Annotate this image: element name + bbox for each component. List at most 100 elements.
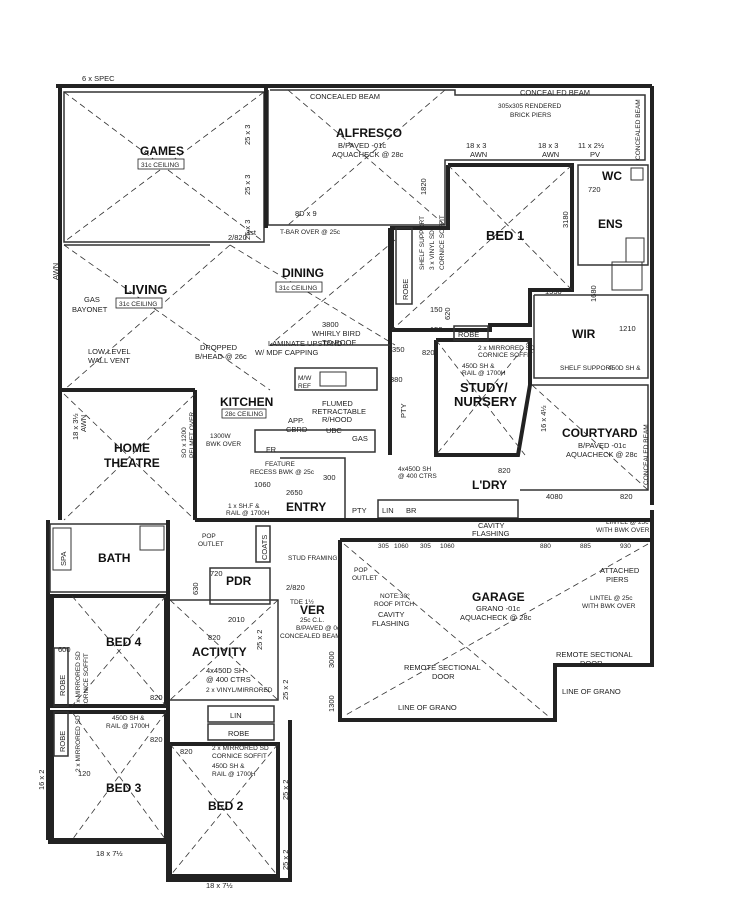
alfresco-label: ALFRESCO xyxy=(336,126,402,140)
bed2-awn-b: 25 x 2 xyxy=(281,850,290,870)
kitchen-sink xyxy=(319,371,347,387)
ldry-820: 820 xyxy=(498,466,511,475)
flumed-2: RETRACTABLE xyxy=(312,407,366,416)
feature-2: RECESS BWK @ 25c xyxy=(250,469,315,476)
bed4-600: 600 xyxy=(58,645,71,654)
ver-beam: CONCEALED BEAM xyxy=(280,633,341,640)
games-awn-2: 25 x 3 xyxy=(243,175,252,195)
games-ceiling-box xyxy=(137,158,185,170)
pop-outlet-2: OUTLET xyxy=(198,541,224,548)
spec-note: 6 x SPEC xyxy=(82,74,115,83)
study-mirrored-1: 2 x MIRRORED SD xyxy=(478,345,535,352)
activity-820: 820 xyxy=(208,633,221,642)
ens-label: ENS xyxy=(598,217,623,231)
bed2-mirr-2: CORNICE SOFFIT xyxy=(212,753,267,760)
ldry-label: L'DRY xyxy=(472,478,507,492)
pop-outlet-3: POP xyxy=(354,567,368,574)
bed3-18x7: 18 x 7½ xyxy=(96,849,123,858)
courtyard-awn: 16 x 4½ xyxy=(539,405,548,432)
study-diag-1 xyxy=(435,339,526,456)
ver-label: VER xyxy=(300,603,325,617)
garage-walls xyxy=(338,538,654,722)
alfresco-1820: 1820 xyxy=(419,178,428,195)
ens-outline xyxy=(577,164,649,266)
bed4-sh-1: 450D SH & xyxy=(112,715,145,722)
bed2-820: 820 xyxy=(180,747,193,756)
pier-880: 880 xyxy=(540,543,551,550)
interior-walls xyxy=(166,86,652,876)
flumed-1: FLUMED xyxy=(322,399,353,408)
wc-label: WC xyxy=(602,169,622,183)
spa-tub xyxy=(52,527,72,571)
bed2-diag-2 xyxy=(169,743,279,877)
study-mirrored-2: CORNICE SOFFIT xyxy=(478,352,533,359)
bed3-820: 820 xyxy=(150,735,163,744)
bath-pdr: SPA BATH PDR 720 2010 630 POP OUTLET POP… xyxy=(49,523,378,640)
dining-diag-2 xyxy=(269,239,396,346)
pier-1060: 1060 xyxy=(440,543,455,550)
bed1-label: BED 1 xyxy=(486,228,524,243)
garage-remote-2: DOOR xyxy=(432,672,455,681)
spa-label: SPA xyxy=(59,552,68,566)
bed1-robe-label: ROBE xyxy=(401,279,410,300)
living-1st: 1st xyxy=(246,228,257,237)
bed3-robe-label: ROBE xyxy=(58,731,67,752)
study-620: 620 xyxy=(443,307,452,320)
activity-awn-1: 25 x 2 xyxy=(255,630,264,650)
pdr-630: 630 xyxy=(191,582,200,595)
courtyard-label: COURTYARD xyxy=(562,426,638,440)
brick-piers-note-1: 305x305 RENDERED xyxy=(498,103,562,110)
bed1-cornice: CORNICE SOFFIT xyxy=(439,215,446,270)
activity-sh: 4x450D SH xyxy=(206,666,244,675)
dropped-1: DROPPED xyxy=(200,343,238,352)
alfresco-beam-note: CONCEALED BEAM xyxy=(310,92,380,101)
bath-shower xyxy=(139,525,165,551)
garage-aqua: AQUACHECK @ 28c xyxy=(460,613,532,622)
bwk-over-1: 1300W xyxy=(210,433,231,440)
garage-grano-2: LINE OF GRANO xyxy=(562,687,621,696)
bed1-robe xyxy=(395,227,413,305)
entry-300: 300 xyxy=(323,473,336,482)
ver-paved: B/PAVED @ 0c xyxy=(296,625,341,632)
attached-2: PIERS xyxy=(606,575,629,584)
theatre-awn: 18 x 3½ xyxy=(71,413,80,440)
bath-label: BATH xyxy=(98,551,130,565)
kitchen-label: KITCHEN xyxy=(220,395,273,409)
kitchen-ref-label: REF xyxy=(298,383,311,390)
pty-a: PTY xyxy=(399,403,408,418)
courtyard-outline xyxy=(520,384,649,491)
feature-1: FEATURE xyxy=(265,461,296,468)
theatre-label: THEATRE xyxy=(104,456,160,470)
garage-cavity-1: CAVITY xyxy=(378,610,405,619)
alfresco-beam-note-2: CONCEALED BEAM xyxy=(520,88,590,97)
bed1-vinyl: 3 x VINYL SD xyxy=(429,230,436,270)
pdr-label: PDR xyxy=(226,574,252,588)
garage-paved: GRANO -01c xyxy=(476,604,520,613)
alfresco-awn-18x3-b: 18 x 3 xyxy=(538,141,558,150)
garage-remote-3: REMOTE SECTIONAL xyxy=(556,650,633,659)
study-robe-label: ROBE xyxy=(458,330,479,339)
lin-label: LIN xyxy=(382,506,394,515)
coats-label: COATS xyxy=(260,535,269,560)
pelmet-2: PELMET OVER xyxy=(189,412,196,458)
bed3-room: BED 3 ROBE 2 x MIRRORED SD 120 16 x 2 82… xyxy=(37,710,168,858)
pty-b: PTY xyxy=(352,506,367,515)
ens-shower xyxy=(611,261,643,291)
games-ceiling-note: 31c CEILING xyxy=(141,162,179,169)
roof-pitch-2: ROOF PITCH xyxy=(374,601,414,608)
kitchen-cbrd: CBRD xyxy=(286,425,308,434)
ftr-1: 1 x SH.F & xyxy=(228,503,260,510)
lintel-3: LINTEL @ 25c xyxy=(590,595,633,602)
kitchen-ceiling-box xyxy=(221,408,267,419)
bed4-mirr-2: CORNICE SOFFIT xyxy=(83,653,90,708)
courtyard-beam: CONCEALED BEAM xyxy=(643,424,650,485)
games-label: GAMES xyxy=(140,144,184,158)
gas-bayonet-2: BAYONET xyxy=(72,305,108,314)
bed1-shelf: SHELF SUPPORT xyxy=(419,216,426,270)
lintel-2: WITH BWK OVER xyxy=(596,527,650,534)
activity-vinyl: 2 x VINYL/MIRRORED xyxy=(206,687,273,694)
study-150-a: 150 xyxy=(430,305,443,314)
bed3-mirr-1: 2 x MIRRORED SD xyxy=(75,715,82,772)
pdr-720: 720 xyxy=(210,569,223,578)
